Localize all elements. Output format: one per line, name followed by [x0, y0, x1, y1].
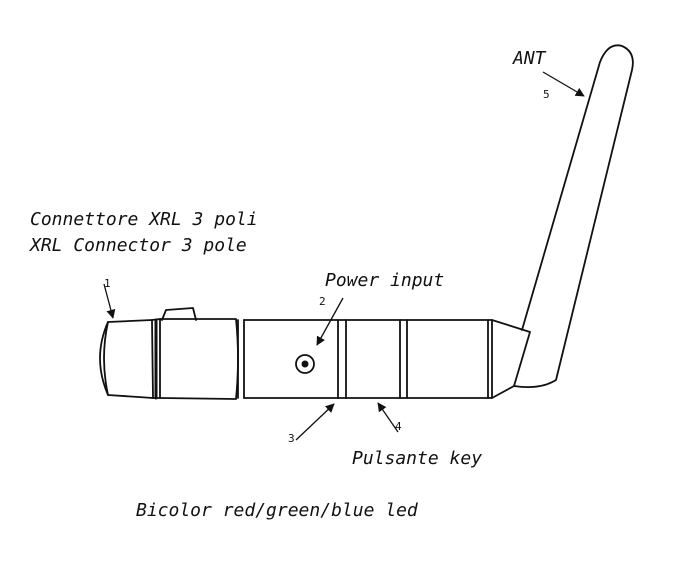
power-input-label: Power input: [325, 270, 444, 291]
connector-label-it: Connettore XRL 3 poli: [30, 209, 258, 230]
pulsante-key-label: Pulsante key: [352, 448, 482, 469]
main-body: [237, 319, 531, 399]
callout-5: 5: [543, 88, 550, 101]
callout-1: 1: [104, 277, 111, 290]
arrow-4: [377, 402, 399, 433]
arrow-5: [542, 71, 585, 97]
led-label: Bicolor red/green/blue led: [136, 500, 419, 521]
antenna: [513, 44, 634, 389]
callout-4: 4: [395, 420, 402, 433]
arrow-3: [295, 403, 335, 441]
arrow-1: [103, 283, 116, 319]
antenna-label: ANT: [512, 48, 547, 69]
callout-3: 3: [288, 432, 295, 445]
power-input-jack: [295, 354, 315, 374]
arrow-2: [316, 297, 344, 346]
xlr-connector-tip: [99, 319, 154, 399]
callout-2: 2: [319, 295, 326, 308]
connector-label-en: XRL Connector 3 pole: [28, 235, 247, 256]
xlr-connector-body: [151, 307, 239, 400]
